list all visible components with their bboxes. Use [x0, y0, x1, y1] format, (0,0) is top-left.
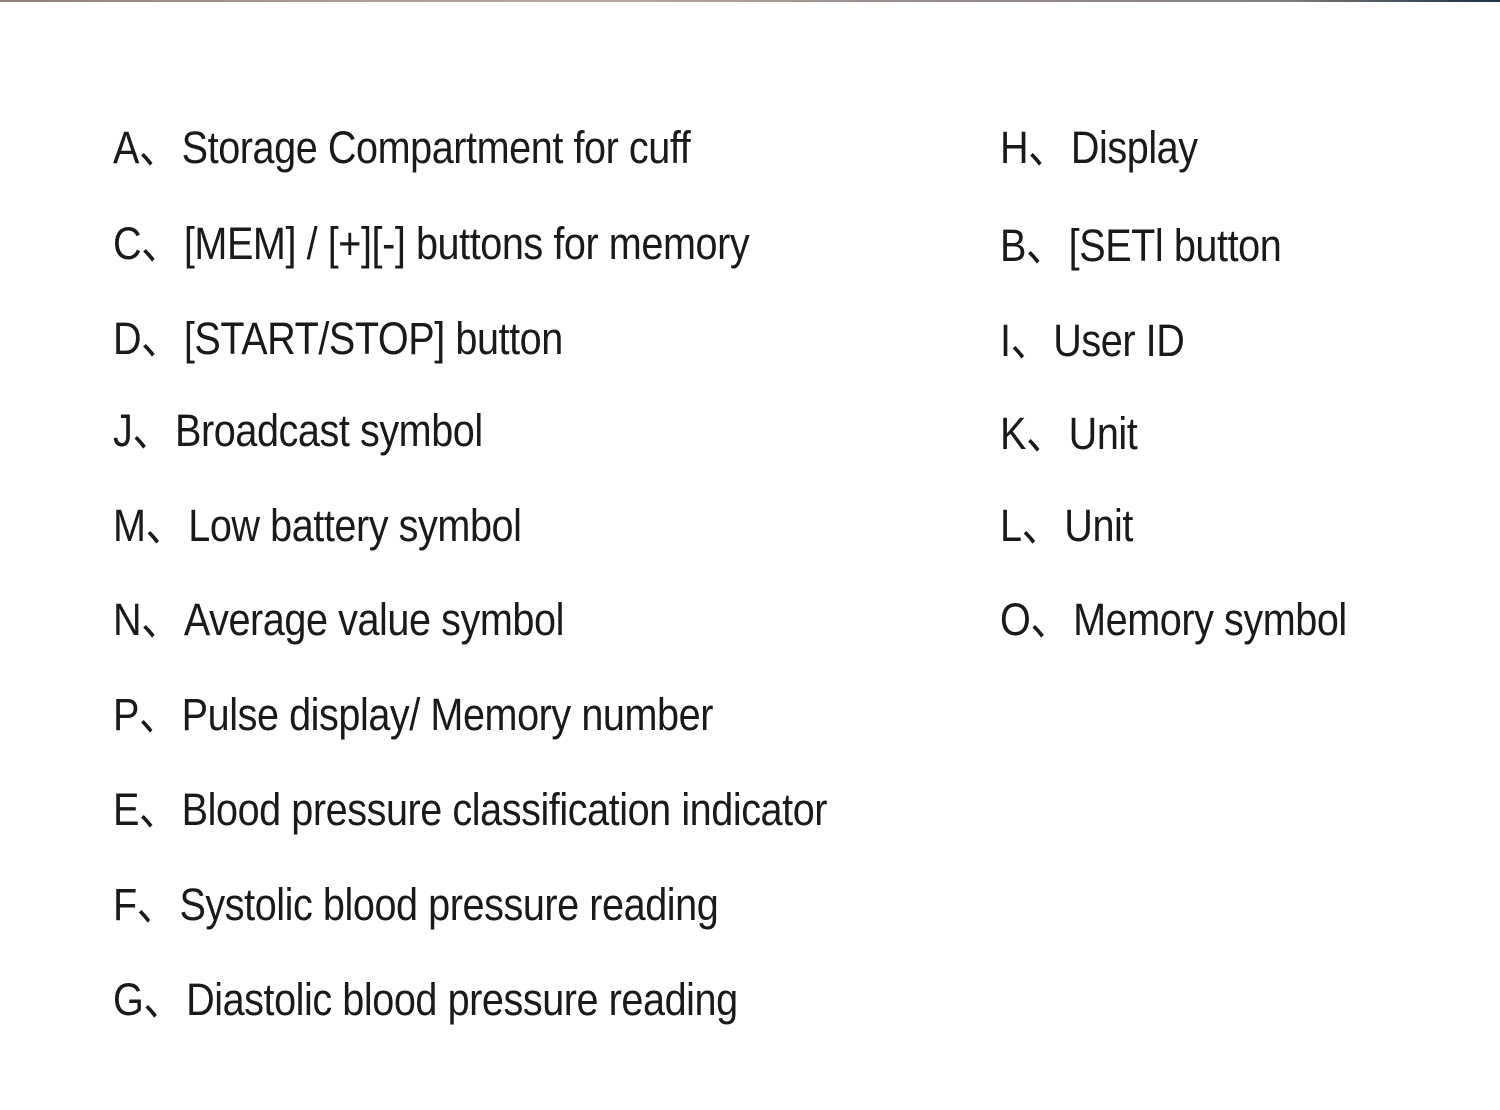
legend-separator: 、 — [143, 974, 183, 1025]
legend-letter: C — [113, 218, 142, 269]
legend-separator: 、 — [1030, 594, 1070, 645]
legend-letter: M — [113, 500, 146, 551]
legend-separator: 、 — [138, 122, 179, 173]
legend-item-f: F、Systolic blood pressure reading — [113, 878, 719, 932]
legend-separator: 、 — [141, 313, 181, 364]
legend-text: Diastolic blood pressure reading — [186, 974, 738, 1025]
legend-letter: A — [113, 122, 139, 173]
legend-item-o: O、Memory symbol — [1000, 593, 1347, 647]
legend-letter: N — [113, 594, 142, 645]
legend-letter: B — [1000, 220, 1026, 271]
legend-separator: 、 — [1010, 315, 1051, 366]
legend-item-l: L、Unit — [1000, 499, 1133, 553]
legend-item-i: I、User ID — [1000, 314, 1185, 368]
legend-separator: 、 — [138, 784, 179, 835]
legend-item-g: G、Diastolic blood pressure reading — [113, 973, 738, 1027]
legend-separator: 、 — [1025, 220, 1066, 271]
legend-letter: J — [113, 405, 133, 456]
legend-letter: E — [113, 784, 139, 835]
legend-item-n: N、Average value symbol — [113, 593, 564, 647]
legend-text: Memory symbol — [1073, 594, 1347, 645]
legend-text: Systolic blood pressure reading — [179, 879, 719, 930]
legend-item-d: D、[START/STOP] button — [113, 312, 563, 366]
legend-letter: G — [113, 974, 144, 1025]
legend-text: Pulse display/ Memory number — [181, 689, 714, 740]
legend-item-h: H、Display — [1000, 121, 1198, 175]
legend-item-e: E、Blood pressure classification indicato… — [113, 783, 827, 837]
legend-separator: 、 — [1025, 408, 1066, 459]
legend-item-a: A、Storage Compartment for cuff — [113, 121, 691, 175]
legend-text: Low battery symbol — [188, 500, 522, 551]
legend-item-m: M、Low battery symbol — [113, 499, 522, 553]
legend-text: [MEM] / [+][-] buttons for memory — [183, 218, 750, 269]
legend-separator: 、 — [1028, 122, 1068, 173]
legend-item-k: K、Unit — [1000, 407, 1138, 461]
legend-text: [START/STOP] button — [183, 313, 563, 364]
legend-text: Unit — [1068, 408, 1138, 459]
legend-letter: I — [1000, 315, 1011, 366]
legend-item-j: J、Broadcast symbol — [113, 404, 483, 458]
legend-separator: 、 — [136, 879, 177, 930]
legend-separator: 、 — [141, 218, 181, 269]
legend-separator: 、 — [141, 594, 181, 645]
legend-item-p: P、Pulse display/ Memory number — [113, 688, 713, 742]
legend-text: Blood pressure classification indicator — [181, 784, 828, 835]
legend-text: User ID — [1053, 315, 1185, 366]
legend-item-c: C、[MEM] / [+][-] buttons for memory — [113, 217, 750, 271]
legend-text: Average value symbol — [183, 594, 565, 645]
legend-separator: 、 — [132, 405, 172, 456]
legend-letter: P — [113, 689, 139, 740]
legend-letter: O — [1000, 594, 1031, 645]
legend-text: Broadcast symbol — [175, 405, 483, 456]
legend-item-b: B、[SETl button — [1000, 219, 1282, 273]
legend-letter: L — [1000, 500, 1022, 551]
legend-letter: F — [113, 879, 137, 930]
top-border-strip — [0, 0, 1500, 2]
legend-text: [SETl button — [1068, 220, 1282, 271]
legend-separator: 、 — [138, 689, 179, 740]
legend-separator: 、 — [145, 500, 186, 551]
legend-letter: K — [1000, 408, 1026, 459]
legend-text: Unit — [1064, 500, 1133, 551]
legend-text: Display — [1070, 122, 1198, 173]
legend-letter: H — [1000, 122, 1029, 173]
legend-text: Storage Compartment for cuff — [181, 122, 691, 173]
legend-separator: 、 — [1021, 500, 1062, 551]
legend-letter: D — [113, 313, 142, 364]
